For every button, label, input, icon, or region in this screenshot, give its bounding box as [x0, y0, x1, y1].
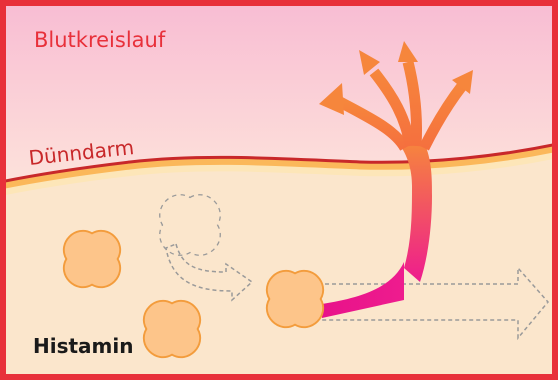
histamine-molecule-icon [64, 231, 120, 287]
histamine-label: Histamin [33, 334, 134, 358]
histamine-molecule-icon [144, 301, 200, 357]
histamine-molecule-icon [267, 271, 323, 327]
bloodstream-label: Blutkreislauf [34, 28, 165, 52]
